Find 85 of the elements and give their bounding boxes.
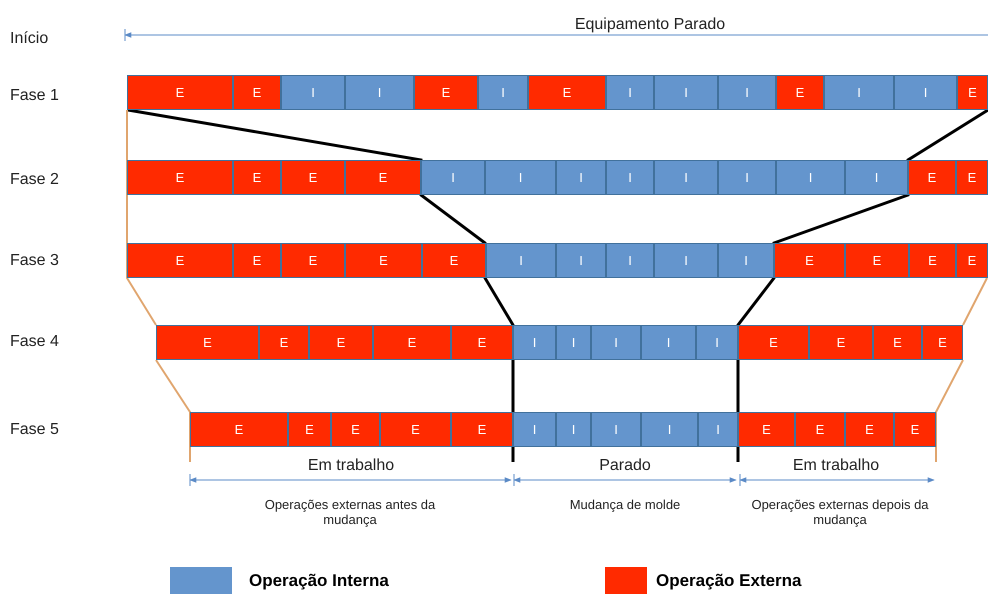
external-operation-cell: E <box>190 412 288 447</box>
annotation-text: Operações externas antes da mudança <box>264 497 436 527</box>
internal-operation-cell: I <box>421 160 485 195</box>
internal-operation-cell: I <box>485 160 556 195</box>
annotation-text: Operações externas depois da mudança <box>750 497 930 527</box>
external-operation-cell: E <box>957 75 988 110</box>
internal-operation-cell: I <box>513 412 556 447</box>
external-operation-cell: E <box>345 243 422 278</box>
section-label: Em trabalho <box>792 457 880 475</box>
internal-operation-cell: I <box>654 160 718 195</box>
section-label: Em trabalho <box>306 457 396 475</box>
section-label: Parado <box>598 457 652 475</box>
external-operation-cell: E <box>127 243 233 278</box>
internal-operation-cell: I <box>894 75 957 110</box>
external-operation-cell: E <box>956 160 988 195</box>
external-operation-cell: E <box>380 412 451 447</box>
external-operation-cell: E <box>451 412 513 447</box>
phase-label: Fase 2 <box>10 171 59 189</box>
external-operation-cell: E <box>909 243 956 278</box>
external-operation-cell: E <box>809 325 873 360</box>
internal-operation-cell: I <box>845 160 908 195</box>
external-operation-cell: E <box>288 412 331 447</box>
external-operation-cell: E <box>738 412 795 447</box>
annotation-text: Mudança de molde <box>568 497 682 512</box>
external-operation-cell: E <box>414 75 478 110</box>
external-operation-cell: E <box>738 325 809 360</box>
internal-operation-cell: I <box>718 160 776 195</box>
external-operation-cell: E <box>922 325 963 360</box>
external-operation-cell: E <box>873 325 922 360</box>
internal-operation-cell: I <box>698 412 738 447</box>
external-operation-cell: E <box>845 243 909 278</box>
external-operation-cell: E <box>127 160 233 195</box>
external-operation-cell: E <box>233 243 281 278</box>
phase-label: Fase 1 <box>10 87 59 105</box>
external-operation-cell: E <box>345 160 421 195</box>
internal-operation-cell: I <box>696 325 738 360</box>
external-operation-cell: E <box>156 325 259 360</box>
internal-operation-cell: I <box>654 75 718 110</box>
external-operation-cell: E <box>233 160 281 195</box>
internal-operation-cell: I <box>641 325 696 360</box>
external-operation-cell: E <box>795 412 845 447</box>
external-operation-cell: E <box>331 412 380 447</box>
internal-operation-cell: I <box>591 412 641 447</box>
legend-label: Operação Interna <box>249 571 389 591</box>
internal-operation-cell: I <box>556 412 591 447</box>
internal-operation-cell: I <box>606 160 654 195</box>
internal-operation-cell: I <box>606 243 654 278</box>
internal-operation-cell: I <box>556 325 591 360</box>
internal-operation-cell: I <box>345 75 414 110</box>
external-operation-cell: E <box>281 160 345 195</box>
internal-operation-cell: I <box>824 75 894 110</box>
external-operation-cell: E <box>956 243 988 278</box>
section-label: Equipamento Parado <box>574 16 726 34</box>
internal-operation-cell: I <box>486 243 556 278</box>
external-operation-cell: E <box>281 243 345 278</box>
phase-label: Fase 4 <box>10 333 59 351</box>
external-operation-cell: E <box>451 325 513 360</box>
internal-operation-cell: I <box>513 325 556 360</box>
external-operation-cell: E <box>776 75 824 110</box>
external-operation-cell: E <box>894 412 936 447</box>
internal-operation-cell: I <box>776 160 845 195</box>
internal-operation-cell: I <box>654 243 718 278</box>
internal-operation-cell: I <box>606 75 654 110</box>
phase-label: Fase 3 <box>10 252 59 270</box>
external-operation-cell: E <box>528 75 606 110</box>
external-operation-cell: E <box>845 412 894 447</box>
internal-operation-cell: I <box>556 160 606 195</box>
legend-label: Operação Externa <box>656 571 802 591</box>
external-operation-cell: E <box>127 75 233 110</box>
external-operation-cell: E <box>908 160 956 195</box>
internal-operation-cell: I <box>591 325 641 360</box>
phase-label: Fase 5 <box>10 421 59 439</box>
internal-operation-cell: I <box>478 75 528 110</box>
internal-operation-cell: I <box>718 243 774 278</box>
external-operation-cell: E <box>774 243 845 278</box>
external-operation-cell: E <box>233 75 281 110</box>
internal-operation-cell: I <box>718 75 776 110</box>
external-operation-cell: E <box>373 325 451 360</box>
section-label: Início <box>10 30 48 48</box>
external-operation-cell: E <box>309 325 373 360</box>
external-operation-cell: E <box>259 325 309 360</box>
external-operation-cell: E <box>422 243 486 278</box>
internal-operation-cell: I <box>281 75 345 110</box>
internal-operation-cell: I <box>556 243 606 278</box>
internal-operation-cell: I <box>641 412 698 447</box>
